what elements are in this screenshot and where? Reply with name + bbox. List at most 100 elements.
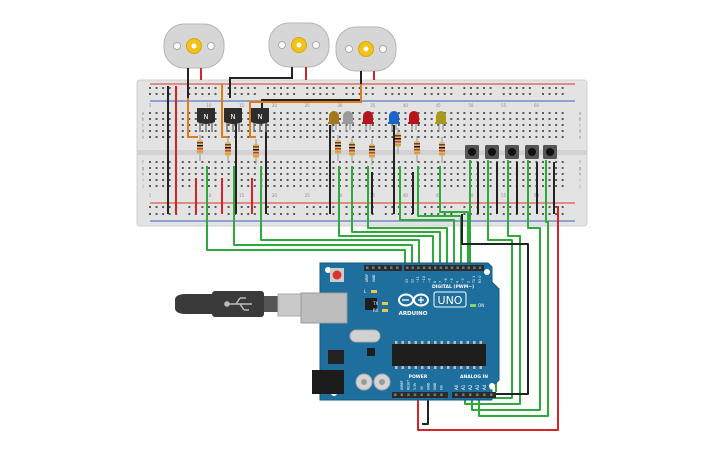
breadboard-rail-hole[interactable] [542, 87, 544, 89]
header-pin[interactable] [440, 393, 443, 397]
breadboard-rail-hole[interactable] [273, 87, 276, 89]
breadboard-hole[interactable] [194, 118, 197, 120]
breadboard-hole[interactable] [312, 167, 315, 169]
breadboard-hole[interactable] [280, 118, 282, 120]
breadboard-rail-hole[interactable] [319, 213, 322, 215]
breadboard-hole[interactable] [188, 173, 191, 175]
breadboard-hole[interactable] [312, 136, 315, 138]
breadboard-hole[interactable] [456, 179, 459, 181]
breadboard-rail-hole[interactable] [286, 87, 289, 89]
breadboard-hole[interactable] [502, 173, 505, 175]
breadboard-hole[interactable] [430, 130, 433, 132]
breadboard-hole[interactable] [548, 185, 551, 187]
breadboard-rail-hole[interactable] [404, 87, 407, 89]
breadboard-hole[interactable] [319, 124, 322, 126]
breadboard-rail-hole[interactable] [443, 206, 446, 208]
breadboard-rail-hole[interactable] [319, 93, 322, 95]
breadboard-rail-hole[interactable] [548, 206, 551, 208]
breadboard-hole[interactable] [463, 136, 466, 138]
breadboard-hole[interactable] [502, 161, 505, 163]
breadboard-hole[interactable] [515, 130, 518, 132]
breadboard-hole[interactable] [214, 136, 217, 138]
breadboard-rail-hole[interactable] [450, 213, 453, 215]
breadboard-hole[interactable] [240, 130, 243, 132]
breadboard-hole[interactable] [378, 179, 381, 181]
breadboard-hole[interactable] [325, 118, 328, 120]
breadboard-rail-hole[interactable] [515, 87, 518, 89]
breadboard-rail-hole[interactable] [450, 93, 453, 95]
breadboard-hole[interactable] [352, 173, 355, 175]
breadboard-rail-hole[interactable] [371, 87, 374, 89]
breadboard-hole[interactable] [280, 173, 282, 175]
breadboard-hole[interactable] [365, 136, 368, 138]
breadboard-hole[interactable] [280, 167, 282, 169]
header-pin[interactable] [478, 266, 482, 270]
breadboard-rail-hole[interactable] [555, 206, 558, 208]
breadboard-hole[interactable] [528, 118, 531, 120]
breadboard-hole[interactable] [280, 161, 282, 163]
wire-green-button-3[interactable] [464, 160, 521, 405]
breadboard-hole[interactable] [149, 136, 151, 138]
breadboard-hole[interactable] [489, 130, 492, 132]
breadboard-hole[interactable] [463, 130, 466, 132]
breadboard-rail-hole[interactable] [325, 213, 328, 215]
breadboard-rail-hole[interactable] [149, 93, 151, 95]
resistor-4[interactable] [335, 135, 341, 161]
wire-green-transistor-1[interactable] [206, 166, 406, 266]
breadboard-hole[interactable] [483, 173, 486, 175]
breadboard-rail-hole[interactable] [306, 87, 309, 89]
breadboard-rail-hole[interactable] [319, 87, 322, 89]
breadboard-hole[interactable] [149, 112, 151, 114]
breadboard-rail-hole[interactable] [397, 93, 400, 95]
breadboard-hole[interactable] [273, 118, 276, 120]
breadboard-hole[interactable] [548, 112, 551, 114]
breadboard-hole[interactable] [417, 130, 420, 132]
breadboard-hole[interactable] [181, 118, 184, 120]
dc-motor-1[interactable] [163, 23, 225, 69]
breadboard-hole[interactable] [430, 124, 433, 126]
breadboard-hole[interactable] [430, 167, 433, 169]
breadboard-hole[interactable] [483, 136, 486, 138]
header-pin[interactable] [469, 393, 472, 397]
breadboard-hole[interactable] [522, 167, 525, 169]
header-pin[interactable] [473, 266, 476, 270]
breadboard-hole[interactable] [299, 136, 302, 138]
reset-button[interactable] [332, 270, 342, 280]
breadboard-rail-hole[interactable] [253, 213, 256, 215]
breadboard-hole[interactable] [352, 185, 355, 187]
breadboard-rail-hole[interactable] [397, 213, 400, 215]
breadboard-hole[interactable] [286, 136, 289, 138]
breadboard-rail-hole[interactable] [227, 206, 230, 208]
breadboard-rail-hole[interactable] [358, 87, 361, 89]
wire-green-led-4[interactable] [399, 166, 455, 266]
breadboard-hole[interactable] [319, 118, 322, 120]
breadboard-hole[interactable] [181, 185, 184, 187]
led-3[interactable] [362, 111, 374, 132]
breadboard-rail-hole[interactable] [293, 206, 296, 208]
breadboard-hole[interactable] [371, 130, 374, 132]
breadboard-hole[interactable] [188, 130, 191, 132]
breadboard-hole[interactable] [214, 179, 217, 181]
breadboard-hole[interactable] [306, 167, 309, 169]
breadboard-hole[interactable] [548, 179, 551, 181]
breadboard-hole[interactable] [273, 179, 276, 181]
breadboard-hole[interactable] [155, 185, 158, 187]
breadboard-rail-hole[interactable] [266, 87, 269, 89]
breadboard-hole[interactable] [201, 185, 204, 187]
breadboard-hole[interactable] [437, 185, 440, 187]
breadboard-hole[interactable] [194, 161, 197, 163]
breadboard-hole[interactable] [555, 112, 558, 114]
breadboard-hole[interactable] [391, 136, 394, 138]
breadboard-hole[interactable] [483, 179, 486, 181]
breadboard-hole[interactable] [450, 167, 453, 169]
breadboard-hole[interactable] [522, 112, 525, 114]
breadboard-hole[interactable] [561, 118, 564, 120]
breadboard-hole[interactable] [384, 136, 387, 138]
breadboard-hole[interactable] [371, 124, 374, 126]
breadboard-rail-hole[interactable] [424, 206, 427, 208]
transistor-1[interactable]: N [197, 108, 215, 132]
breadboard-rail-hole[interactable] [430, 93, 433, 95]
breadboard-hole[interactable] [201, 136, 204, 138]
header-pin[interactable] [396, 266, 399, 270]
breadboard-hole[interactable] [286, 124, 289, 126]
